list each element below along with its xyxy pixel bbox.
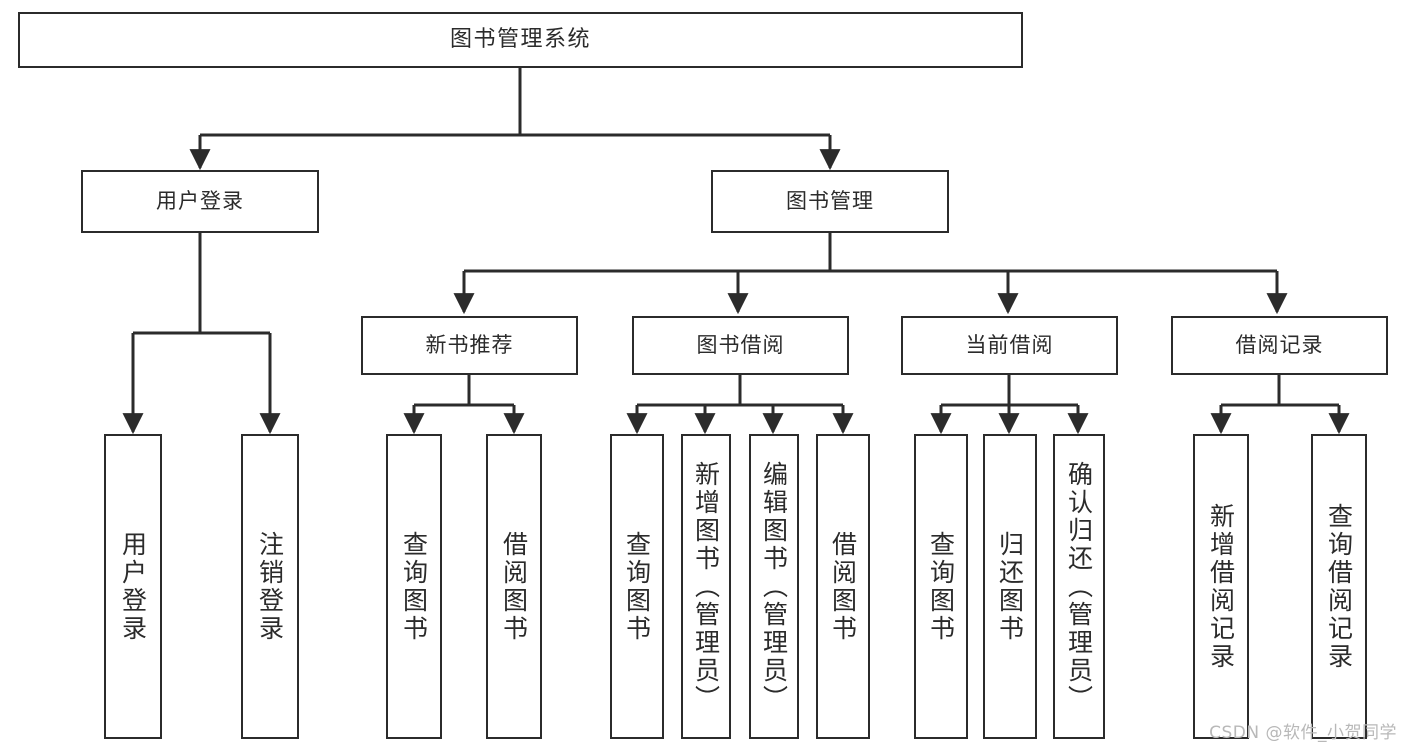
csdn-watermark: CSDN @软件_小贺同学 (1209, 723, 1397, 743)
node-label: 归还图书 (995, 530, 1025, 643)
leaf-edit-book-admin[interactable]: 编辑图书（管理员） (749, 434, 799, 739)
node-label: 图书借阅 (696, 333, 785, 358)
node-label: 图书管理系统 (449, 27, 591, 53)
leaf-query-borrow-record[interactable]: 查询借阅记录 (1311, 434, 1367, 739)
node-label: 当前借阅 (965, 333, 1054, 358)
node-label: 确认归还（管理员） (1064, 460, 1094, 713)
node-label: 查询图书 (622, 530, 652, 643)
node-label: 新书推荐 (425, 333, 514, 358)
node-label: 查询图书 (399, 530, 429, 643)
node-label: 新增借阅记录 (1206, 502, 1236, 671)
leaf-query-book-borrowing[interactable]: 查询图书 (610, 434, 664, 739)
leaf-query-book-current[interactable]: 查询图书 (914, 434, 968, 739)
node-label: 编辑图书（管理员） (759, 460, 789, 713)
leaf-add-book-admin[interactable]: 新增图书（管理员） (681, 434, 731, 739)
node-label: 查询借阅记录 (1324, 502, 1354, 671)
node-book-borrowing[interactable]: 图书借阅 (632, 316, 849, 375)
node-label: 借阅图书 (828, 530, 858, 643)
leaf-query-book-new-rec[interactable]: 查询图书 (386, 434, 442, 739)
leaf-logout-login[interactable]: 注销登录 (241, 434, 299, 739)
node-root-book-management-system[interactable]: 图书管理系统 (18, 12, 1023, 68)
node-label: 用户登录 (118, 530, 148, 643)
node-new-book-recommendation[interactable]: 新书推荐 (361, 316, 578, 375)
node-current-borrowing[interactable]: 当前借阅 (901, 316, 1118, 375)
node-label: 用户登录 (156, 189, 244, 214)
node-book-management[interactable]: 图书管理 (711, 170, 949, 233)
leaf-borrow-book-new-rec[interactable]: 借阅图书 (486, 434, 542, 739)
leaf-user-login[interactable]: 用户登录 (104, 434, 162, 739)
node-user-login[interactable]: 用户登录 (81, 170, 319, 233)
leaf-confirm-return-admin[interactable]: 确认归还（管理员） (1053, 434, 1105, 739)
leaf-add-borrow-record[interactable]: 新增借阅记录 (1193, 434, 1249, 739)
node-label: 新增图书（管理员） (691, 460, 721, 713)
node-label: 图书管理 (786, 189, 874, 214)
node-label: 查询图书 (926, 530, 956, 643)
node-borrowing-record[interactable]: 借阅记录 (1171, 316, 1388, 375)
node-label: 借阅记录 (1235, 333, 1324, 358)
leaf-return-book[interactable]: 归还图书 (983, 434, 1037, 739)
leaf-borrow-book-borrowing[interactable]: 借阅图书 (816, 434, 870, 739)
node-label: 借阅图书 (499, 530, 529, 643)
node-label: 注销登录 (255, 530, 285, 643)
